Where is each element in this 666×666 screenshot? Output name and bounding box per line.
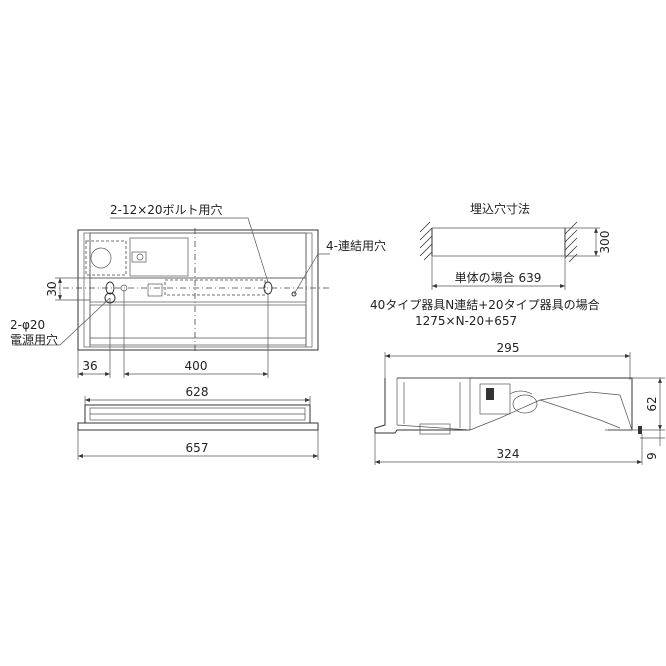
- label-dim-36: 36: [82, 359, 97, 373]
- upper-chassis: [89, 232, 307, 279]
- side-view: 295 62 9 324: [374, 341, 665, 465]
- label-connection-holes: 4-連結用穴: [326, 238, 386, 253]
- terminal-block: [129, 237, 189, 277]
- top-view: 2-12×20ボルト用穴 4-連結用穴 2-φ20 電源用穴 30 36 400: [10, 202, 386, 378]
- label-power-holes-name: 電源用穴: [10, 332, 58, 347]
- side-housing: [396, 377, 471, 431]
- label-connected-line1: 40タイプ器具N連結+20タイプ器具の場合: [370, 297, 600, 312]
- bolt-hole-left: [105, 281, 115, 295]
- reflector-inner: [539, 399, 621, 429]
- top-view-inner-frame: [83, 232, 313, 348]
- label-single-unit: 単体の場合 639: [455, 270, 542, 285]
- label-dim-300: 300: [598, 231, 612, 254]
- middle-rail: [89, 277, 307, 303]
- label-dim-628: 628: [186, 385, 209, 399]
- hatch-left: [419, 221, 433, 261]
- front-flange: [77, 422, 319, 431]
- leader-connection-holes: [293, 253, 330, 295]
- connection-hole: [291, 291, 297, 297]
- rail-bracket: [147, 283, 163, 297]
- leader-power-holes: [12, 297, 111, 346]
- reflector: [469, 391, 633, 431]
- bottom-bracket: [419, 423, 451, 435]
- label-connected-line2: 1275×N-20+657: [415, 314, 517, 328]
- socket-box: [479, 383, 511, 415]
- label-bolt-holes: 2-12×20ボルト用穴: [110, 202, 223, 217]
- leader-bolt-holes: [110, 217, 269, 283]
- label-dim-30: 30: [45, 281, 59, 296]
- label-cutout-title: 埋込穴寸法: [470, 201, 530, 216]
- front-view: 628 657: [77, 385, 319, 460]
- rail-slot: [164, 279, 266, 296]
- terminal-circle: [90, 247, 112, 269]
- label-dim-324: 324: [497, 447, 520, 461]
- terminal-screw: [136, 253, 144, 261]
- lamp-tube: [512, 394, 538, 414]
- ceiling-top: [420, 228, 570, 234]
- lower-tray: [89, 304, 307, 346]
- label-dim-295: 295: [497, 341, 520, 355]
- ballast-box: [85, 240, 127, 276]
- side-body-top: [397, 377, 633, 431]
- label-dim-9: 9: [645, 452, 659, 460]
- label-dim-400: 400: [185, 359, 208, 373]
- top-view-outer-frame: [77, 229, 319, 351]
- clip-right: [638, 426, 642, 434]
- label-dim-657: 657: [186, 441, 209, 455]
- side-body-left: [374, 378, 470, 434]
- cutout-diagram: 埋込穴寸法 300 単体の場合 639 40タ: [370, 201, 612, 328]
- label-dim-62: 62: [645, 396, 659, 411]
- socket-spring: [509, 390, 533, 395]
- terminal-part: [131, 251, 147, 263]
- label-power-holes-count: 2-φ20: [10, 318, 45, 332]
- socket-terminal: [486, 388, 494, 400]
